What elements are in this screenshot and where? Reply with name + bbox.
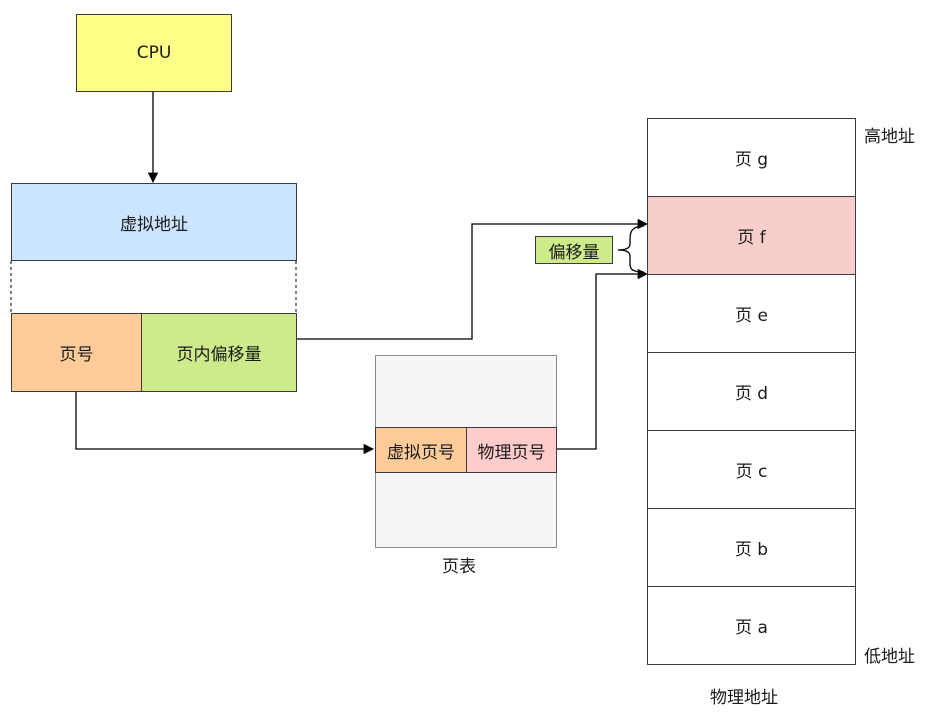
physical-address-caption: 物理地址	[710, 688, 778, 708]
physical-page-label: 物理页号	[477, 442, 546, 463]
physical-page-g: 页 g	[647, 118, 856, 197]
virtual-address-label: 虚拟地址	[120, 214, 188, 235]
physical-page-c: 页 c	[647, 430, 856, 509]
virtual-page-label: 虚拟页号	[387, 442, 455, 463]
physical-page-d: 页 d	[647, 352, 856, 431]
physical-page-b: 页 b	[647, 508, 856, 587]
cpu-label: CPU	[136, 43, 172, 63]
high-address-label: 高地址	[864, 127, 915, 147]
physical-page-f: 页 f	[647, 196, 856, 275]
page-g-label: 页 g	[734, 150, 769, 170]
page-b-label: 页 b	[734, 540, 769, 560]
page-offset-label: 页内偏移量	[176, 345, 262, 365]
offset-to-page-f-arrow	[296, 218, 649, 340]
virtual-address-box: 虚拟地址	[11, 183, 297, 261]
page-c-label: 页 c	[735, 462, 768, 482]
offset-brace	[617, 225, 645, 273]
page-a-label: 页 a	[735, 618, 768, 638]
offset-tag: 偏移量	[535, 236, 613, 264]
cpu-box: CPU	[76, 14, 232, 92]
page-number-box: 页号	[11, 313, 142, 392]
physical-page-to-frame-arrow	[557, 268, 649, 450]
page-e-label: 页 e	[735, 306, 768, 326]
page-number-label: 页号	[59, 345, 94, 365]
page-table-physical-page-cell: 物理页号	[466, 427, 557, 473]
page-number-to-table-arrow	[75, 392, 375, 455]
page-d-label: 页 d	[734, 384, 769, 404]
page-table-virtual-page-cell: 虚拟页号	[375, 427, 467, 473]
offset-tag-label: 偏移量	[548, 242, 600, 263]
page-offset-box: 页内偏移量	[141, 313, 297, 392]
page-table-caption: 页表	[442, 557, 476, 577]
page-f-label: 页 f	[737, 228, 766, 248]
physical-page-a: 页 a	[647, 586, 856, 665]
low-address-label: 低地址	[864, 647, 915, 667]
physical-page-e: 页 e	[647, 274, 856, 353]
